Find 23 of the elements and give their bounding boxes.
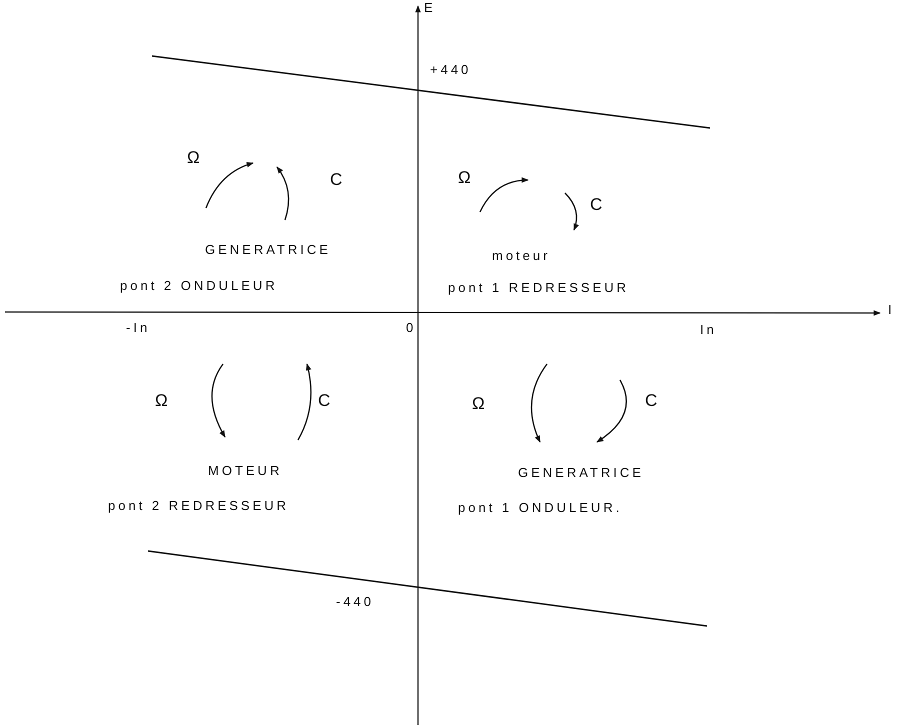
speed-symbol: Ω <box>472 396 485 412</box>
torque-symbol: C <box>645 393 658 409</box>
torque-symbol: C <box>590 197 602 213</box>
speed-symbol: Ω <box>155 393 168 409</box>
mode-label: GENERATRICE <box>518 465 644 481</box>
axis-value: -In <box>126 320 150 336</box>
bridge-label: pont 2 ONDULEUR <box>120 278 278 294</box>
bridge-label: pont 2 REDRESSEUR <box>108 498 290 514</box>
axis-value: In <box>700 322 717 338</box>
origin-label: 0 <box>406 320 414 336</box>
bridge-label: pont 1 ONDULEUR. <box>458 500 622 516</box>
mode-label: MOTEUR <box>208 463 282 479</box>
mode-label: GENERATRICE <box>205 242 331 258</box>
mode-label: moteur <box>492 248 550 264</box>
speed-symbol: Ω <box>187 150 200 166</box>
axis-label: I <box>888 302 892 318</box>
axis-label: E <box>424 0 433 16</box>
torque-symbol: C <box>318 393 330 409</box>
speed-symbol: Ω <box>458 170 471 186</box>
axis-value: +440 <box>430 62 472 78</box>
bridge-label: pont 1 REDRESSEUR <box>448 280 630 296</box>
axis-value: -440 <box>336 594 374 610</box>
torque-symbol: C <box>330 172 342 188</box>
